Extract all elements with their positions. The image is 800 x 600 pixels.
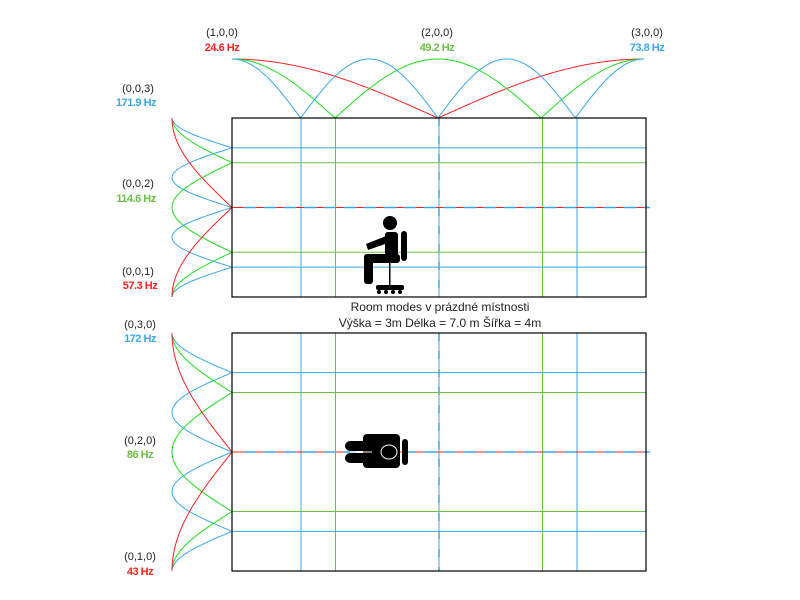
- plan-view-room-frame: [231, 332, 647, 572]
- person-top-view-icon: [345, 434, 408, 468]
- mode-curve-height-2: [171, 117, 234, 298]
- mode-label-002: (0,0,2): [122, 178, 154, 190]
- freq-label-300: 73.8 Hz: [630, 42, 665, 54]
- side-view-room-frame: [231, 117, 647, 298]
- mode-curve-height-3: [171, 117, 234, 298]
- freq-label-030: 172 Hz: [124, 333, 157, 345]
- mode-label-100: (1,0,0): [206, 27, 238, 39]
- mode-label-020: (0,2,0): [124, 435, 156, 447]
- caption-dimensions: Výška = 3m Délka = 7.0 m Šířka = 4m: [339, 315, 541, 330]
- node-lines: [232, 118, 650, 571]
- mode-label-300: (3,0,0): [631, 27, 663, 39]
- mode-curve-width-3: [171, 332, 234, 572]
- freq-label-020: 86 Hz: [127, 449, 154, 461]
- freq-label-001: 57.3 Hz: [123, 280, 158, 292]
- caption-title: Room modes v prázdné místnosti: [351, 300, 530, 314]
- mode-curve-length-3: [231, 58, 645, 119]
- mode-label-003: (0,0,3): [122, 83, 154, 95]
- mode-curve-length-2: [231, 58, 645, 119]
- mode-label-010: (0,1,0): [124, 551, 156, 563]
- mode-curve-width-2: [171, 332, 233, 572]
- seated-person-icon: [364, 216, 407, 294]
- freq-label-002: 114.6 Hz: [116, 193, 156, 205]
- freq-label-010: 43 Hz: [127, 566, 154, 578]
- freq-label-200: 49.2 Hz: [420, 42, 455, 54]
- mode-label-200: (2,0,0): [421, 27, 453, 39]
- mode-curves: [171, 58, 645, 572]
- mode-label-030: (0,3,0): [124, 319, 156, 331]
- mode-label-001: (0,0,1): [122, 266, 154, 278]
- freq-label-100: 24.6 Hz: [205, 42, 240, 54]
- freq-label-003: 171.9 Hz: [116, 97, 157, 109]
